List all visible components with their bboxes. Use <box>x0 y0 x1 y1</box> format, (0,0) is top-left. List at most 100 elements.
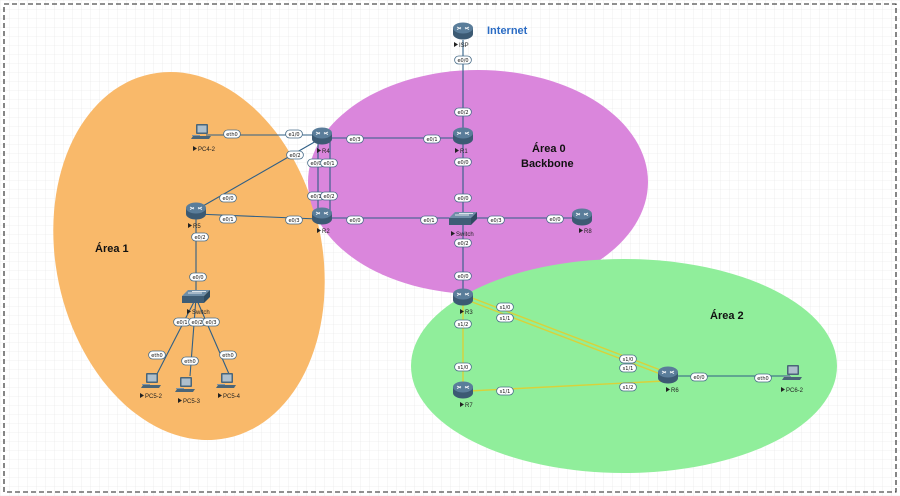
port-r6-s10: s1/0 <box>619 354 637 364</box>
port-r7-s10: s1/0 <box>454 362 472 372</box>
svg-text:e0/3: e0/3 <box>205 320 216 326</box>
svg-text:eth0: eth0 <box>184 359 195 365</box>
svg-text:e0/2: e0/2 <box>191 320 202 326</box>
switch-core[interactable] <box>448 211 478 226</box>
svg-text:e0/1: e0/1 <box>426 137 437 143</box>
port-r1-e02: e0/2 <box>454 107 472 117</box>
port-sw1-e01: e0/1 <box>173 317 191 327</box>
port-r1-e00: e0/0 <box>454 157 472 167</box>
label-pc5-4: PC5-4 <box>223 394 241 400</box>
port-r3-s12: s1/2 <box>454 319 472 329</box>
router-icon <box>452 381 474 399</box>
label-isp: ISP <box>459 43 469 49</box>
svg-text:e0/0: e0/0 <box>693 375 704 381</box>
svg-text:e0/0: e0/0 <box>192 275 203 281</box>
port-r3-e00: e0/0 <box>454 271 472 281</box>
area1-label: Área 1 <box>95 242 129 255</box>
port-r4-e10: e1/0 <box>285 129 303 139</box>
area0-sublabel: Backbone <box>521 158 574 170</box>
switch-area1[interactable] <box>181 289 211 304</box>
svg-text:s1/2: s1/2 <box>458 322 469 328</box>
svg-text:s1/2: s1/2 <box>623 385 634 391</box>
switch-icon <box>448 211 478 226</box>
port-pc52-eth0: eth0 <box>148 350 166 360</box>
label-markers <box>140 42 785 407</box>
svg-text:e0/0: e0/0 <box>457 274 468 280</box>
port-pc4-eth0: eth0 <box>223 129 241 139</box>
svg-text:eth0: eth0 <box>757 376 768 382</box>
switch-icon <box>181 289 211 304</box>
svg-text:e0/2: e0/2 <box>457 241 468 247</box>
router-icon <box>311 127 333 145</box>
svg-text:s1/0: s1/0 <box>623 357 634 363</box>
router-r1[interactable] <box>452 127 474 145</box>
area0-label: Área 0 <box>532 142 566 155</box>
svg-text:e0/0: e0/0 <box>457 196 468 202</box>
router-isp[interactable] <box>452 22 474 40</box>
label-pc4-2: PC4-2 <box>198 147 216 153</box>
label-pc5-3: PC5-3 <box>183 399 201 405</box>
port-sw-e01: e0/1 <box>420 215 438 225</box>
label-switch-core: Switch <box>456 232 474 238</box>
port-sw-e03: e0/3 <box>487 215 505 225</box>
port-r6-e00: e0/0 <box>690 372 708 382</box>
label-r1: R1 <box>460 149 468 155</box>
router-r3[interactable] <box>452 288 474 306</box>
port-r4-e01: e0/1 <box>320 158 338 168</box>
svg-text:e0/2: e0/2 <box>194 235 205 241</box>
svg-text:s1/0: s1/0 <box>500 305 511 311</box>
port-r6-s12: s1/2 <box>619 382 637 392</box>
internet-label: Internet <box>487 25 528 37</box>
svg-text:e0/0: e0/0 <box>349 218 360 224</box>
area0-zone <box>308 70 648 294</box>
port-r6-s11: s1/1 <box>619 363 637 373</box>
svg-text:e0/0: e0/0 <box>549 217 560 223</box>
port-sw1-e03: e0/3 <box>202 317 220 327</box>
router-icon <box>571 208 593 226</box>
area1-zone <box>53 71 325 441</box>
svg-text:e0/3: e0/3 <box>349 137 360 143</box>
svg-text:e0/0: e0/0 <box>457 58 468 64</box>
svg-text:e0/0: e0/0 <box>457 160 468 166</box>
svg-text:e0/0: e0/0 <box>222 196 233 202</box>
router-r8[interactable] <box>571 208 593 226</box>
label-r5: R5 <box>193 224 201 230</box>
label-r4: R4 <box>322 149 330 155</box>
port-r4-e02: e0/2 <box>286 150 304 160</box>
svg-text:e0/1: e0/1 <box>176 320 187 326</box>
router-icon <box>185 202 207 220</box>
router-r2[interactable] <box>311 207 333 225</box>
svg-text:e0/3: e0/3 <box>490 218 501 224</box>
router-icon <box>452 127 474 145</box>
router-r7[interactable] <box>452 381 474 399</box>
svg-text:e0/1: e0/1 <box>323 161 334 167</box>
svg-text:e0/2: e0/2 <box>457 110 468 116</box>
port-r7-s11: s1/1 <box>496 386 514 396</box>
svg-text:e0/1: e0/1 <box>310 194 321 200</box>
diagram-border <box>3 3 897 493</box>
router-r6[interactable] <box>657 366 679 384</box>
svg-text:s1/1: s1/1 <box>500 316 511 322</box>
label-r7: R7 <box>465 403 473 409</box>
label-r8: R8 <box>584 229 592 235</box>
router-r4[interactable] <box>311 127 333 145</box>
port-r5-e02: e0/2 <box>191 232 209 242</box>
router-r5[interactable] <box>185 202 207 220</box>
port-pc54-eth0: eth0 <box>219 350 237 360</box>
svg-text:s1/1: s1/1 <box>500 389 511 395</box>
port-r5-e00: e0/0 <box>219 193 237 203</box>
svg-text:eth0: eth0 <box>226 132 237 138</box>
router-icon <box>452 288 474 306</box>
svg-text:e0/0: e0/0 <box>310 161 321 167</box>
port-sw1-e00: e0/0 <box>189 272 207 282</box>
svg-text:s1/1: s1/1 <box>623 366 634 372</box>
label-r3: R3 <box>465 310 473 316</box>
svg-text:e0/2: e0/2 <box>289 153 300 159</box>
svg-text:e0/1: e0/1 <box>423 218 434 224</box>
router-icon <box>452 22 474 40</box>
label-r6: R6 <box>671 388 679 394</box>
svg-text:eth0: eth0 <box>151 353 162 359</box>
